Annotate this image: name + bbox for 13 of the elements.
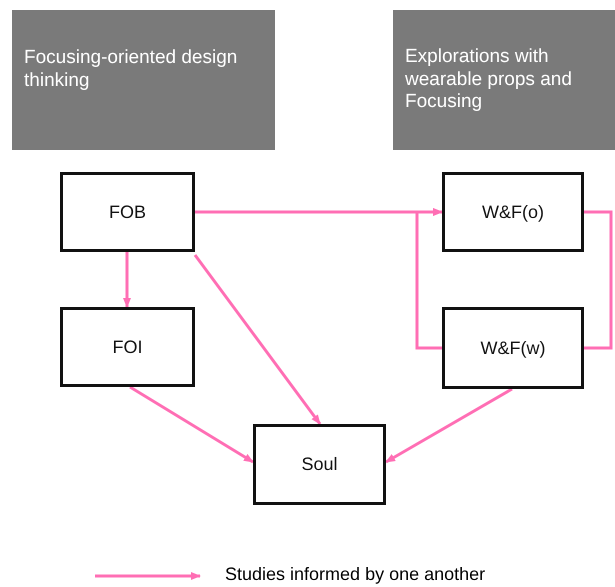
study-box: W&F(o) bbox=[442, 172, 584, 252]
study-box: FOB bbox=[60, 172, 195, 252]
legend-text: Studies informed by one another bbox=[225, 564, 486, 585]
study-box: W&F(w) bbox=[442, 307, 584, 389]
arrow bbox=[129, 386, 254, 464]
heading-band: Explorations with wearable props and Focusing bbox=[393, 10, 615, 150]
heading-band: Focusing-oriented design thinking bbox=[12, 10, 275, 150]
study-box: FOI bbox=[60, 307, 195, 387]
arrow bbox=[194, 254, 322, 425]
arrow bbox=[416, 208, 443, 350]
arrow bbox=[123, 252, 131, 308]
study-box: Soul bbox=[253, 424, 386, 505]
arrow bbox=[385, 388, 513, 464]
